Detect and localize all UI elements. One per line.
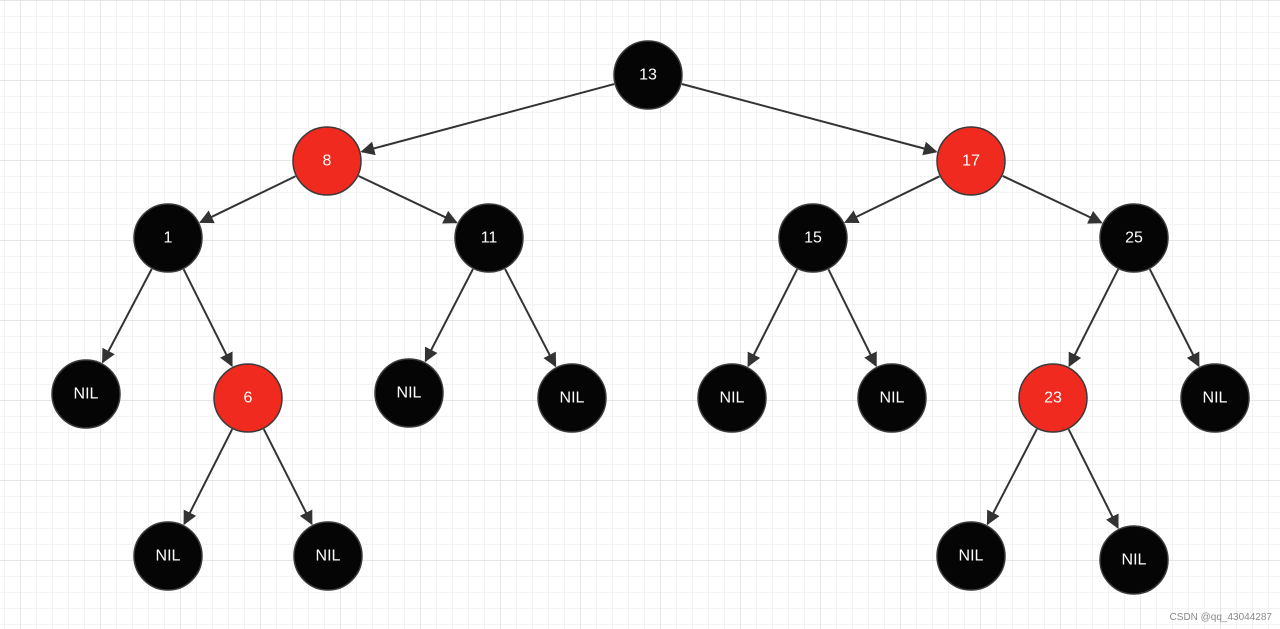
tree-node-nil6: NIL — [1180, 363, 1250, 433]
tree-node-nil3: NIL — [537, 363, 607, 433]
tree-node-nil9: NIL — [936, 521, 1006, 591]
tree-node-n15: 15 — [778, 203, 848, 273]
node-circle-black — [133, 203, 203, 273]
tree-node-n23: 23 — [1018, 363, 1088, 433]
tree-node-nil10: NIL — [1099, 525, 1169, 595]
node-label: 13 — [639, 67, 657, 84]
edge-n17-n15 — [844, 175, 940, 224]
tree-node-nil7: NIL — [133, 521, 203, 591]
edge-n8-n1 — [199, 175, 296, 224]
node-label: NIL — [880, 390, 905, 407]
node-label: NIL — [560, 390, 585, 407]
node-label: NIL — [1203, 390, 1228, 407]
edge-n6-nil7 — [183, 428, 234, 526]
node-label: 17 — [962, 153, 980, 170]
node-circle-black — [51, 359, 121, 429]
node-circle-black — [293, 521, 363, 591]
edges-layer — [101, 83, 1200, 530]
node-label: 11 — [481, 230, 498, 247]
node-label: NIL — [959, 548, 984, 565]
node-circle-black — [857, 363, 927, 433]
tree-node-nil2: NIL — [374, 358, 444, 428]
edge-n15-nil5 — [827, 268, 877, 367]
tree-node-n8: 8 — [292, 126, 362, 196]
tree-node-n11: 11 — [454, 203, 524, 273]
node-label: 8 — [323, 153, 332, 170]
edge-n25-n23 — [1068, 268, 1120, 368]
edge-n11-nil2 — [424, 268, 474, 363]
edge-n25-nil6 — [1148, 268, 1200, 368]
node-circle-black — [374, 358, 444, 428]
node-circle-black — [454, 203, 524, 273]
node-circle-black — [778, 203, 848, 273]
node-label: 1 — [164, 230, 173, 247]
tree-node-n17: 17 — [936, 126, 1006, 196]
node-label: NIL — [156, 548, 181, 565]
edge-n8-n11 — [358, 175, 458, 224]
node-label: NIL — [316, 548, 341, 565]
edge-n15-nil4 — [747, 268, 799, 368]
edge-n11-nil3 — [504, 268, 557, 368]
node-circle-red — [292, 126, 362, 196]
node-label: NIL — [1122, 552, 1147, 569]
node-label: NIL — [397, 385, 422, 402]
node-circle-black — [537, 363, 607, 433]
tree-node-nil1: NIL — [51, 359, 121, 429]
node-circle-red — [1018, 363, 1088, 433]
node-circle-black — [1099, 525, 1169, 595]
node-circle-black — [936, 521, 1006, 591]
node-circle-red — [936, 126, 1006, 196]
node-circle-black — [697, 363, 767, 433]
node-label: NIL — [720, 390, 745, 407]
node-label: 15 — [804, 230, 822, 247]
edge-n17-n25 — [1002, 175, 1103, 224]
node-label: NIL — [74, 386, 99, 403]
node-label: 23 — [1044, 390, 1062, 407]
edge-n23-nil10 — [1067, 428, 1119, 530]
watermark: CSDN @qq_43044287 — [1169, 612, 1272, 623]
tree-node-n13: 13 — [613, 40, 683, 110]
tree-node-n1: 1 — [133, 203, 203, 273]
tree-node-nil4: NIL — [697, 363, 767, 433]
edge-n1-nil1 — [101, 268, 153, 364]
tree-node-nil8: NIL — [293, 521, 363, 591]
node-circle-red — [213, 363, 283, 433]
edge-n6-nil8 — [262, 428, 313, 526]
tree-node-n6: 6 — [213, 363, 283, 433]
node-circle-black — [133, 521, 203, 591]
node-label: 25 — [1125, 230, 1143, 247]
edge-n13-n8 — [360, 83, 615, 156]
node-circle-black — [613, 40, 683, 110]
edge-n13-n17 — [681, 83, 938, 156]
node-label: 6 — [244, 390, 253, 407]
node-circle-black — [1099, 203, 1169, 273]
node-circle-black — [1180, 363, 1250, 433]
edge-n1-n6 — [182, 268, 233, 368]
tree-node-nil5: NIL — [857, 363, 927, 433]
edge-n23-nil9 — [986, 428, 1038, 526]
tree-node-n25: 25 — [1099, 203, 1169, 273]
